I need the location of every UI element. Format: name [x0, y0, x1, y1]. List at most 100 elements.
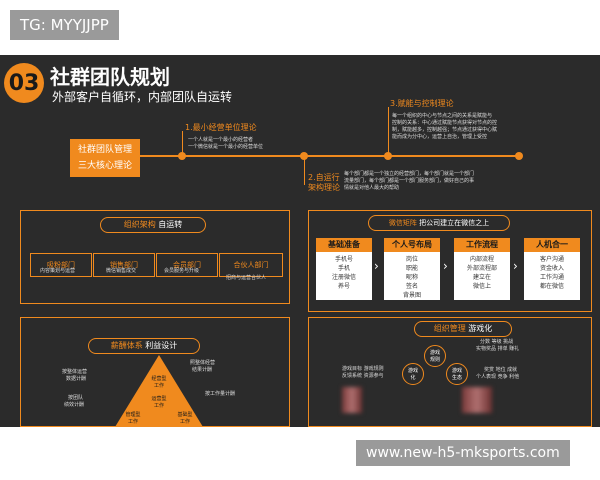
org-dept-1-desc: 内容策划与运营 — [40, 268, 76, 274]
chevron-right-icon: › — [443, 259, 448, 273]
wechat-card-3-l4: 微信上 — [472, 283, 491, 290]
game-left-1: 游戏目标 游戏规则 — [342, 366, 384, 372]
game-right-1: 分数 等级 挑战 — [480, 339, 514, 345]
game-circle-2: 游戏 化 — [402, 363, 424, 385]
salary-right-2: 结果计酬 — [192, 367, 213, 373]
wechat-card-4-l3: 工作沟通 — [539, 274, 564, 281]
theory3-line1: 每一个组织的中心与节点之间的关系是赋能与 — [392, 113, 493, 119]
blurred-region-1 — [342, 387, 362, 413]
salary-title-a: 薪酬体系 — [110, 341, 143, 350]
tri-mid-text: 运营型 工作 — [151, 396, 167, 409]
wechat-card-4-head: 人机合一 — [524, 238, 580, 252]
tri-br-text: 基础型 工作 — [177, 412, 193, 425]
wechat-card-4-l1: 客户沟通 — [539, 256, 564, 263]
salary-left-3: 按团队 — [68, 395, 84, 401]
game-circle-1: 游戏 规则 — [424, 345, 446, 367]
timeline-dot-1 — [178, 152, 186, 160]
timeline-dot-4 — [515, 152, 523, 160]
org-dept-3-name: 会员部门 — [173, 261, 201, 269]
theory2-line2: 流量部门，每个部门都是一个部门服务部门，做好自己的事 — [344, 178, 475, 184]
timeline-tick-3 — [388, 107, 389, 153]
wechat-title: 微信矩阵 把公司建立在微信之上 — [368, 215, 510, 231]
game-left-2: 反馈系统 资源参与 — [342, 373, 384, 379]
theory3-line3: 制，赋能越多，控制越强；节点通过获得中心赋 — [392, 127, 498, 133]
wechat-title-b: 把公司建立在微信之上 — [419, 219, 490, 227]
wechat-card-2-l2: 职能 — [405, 265, 418, 272]
infographic-slide: 03 社群团队规划 外部客户自循环，内部团队自运转 社群团队管理 三大核心理论 … — [0, 55, 600, 427]
core-line-1: 社群团队管理 — [77, 145, 132, 155]
salary-right-3: 按工作量计酬 — [205, 391, 236, 397]
wechat-card-1-l4: 养号 — [337, 283, 350, 290]
org-dept-4-desc: 招商与运营合伙人 — [226, 275, 267, 281]
org-dept-1: 吸粉部门 — [30, 253, 92, 277]
wechat-card-4-body: 客户沟通 资金收入 工作沟通 都在微信 — [524, 252, 580, 291]
tri-bl-text: 管理型 工作 — [125, 412, 141, 425]
theory3-line4: 能而成为分中心，运营上自治，管理上受控 — [392, 134, 488, 140]
timeline-dot-3 — [384, 152, 392, 160]
wechat-card-2-l3: 昵称 — [405, 274, 418, 281]
org-dept-1-name: 吸粉部门 — [47, 261, 75, 269]
timeline-line — [140, 155, 520, 157]
theory1-title: 1.最小经营单位理论 — [185, 123, 257, 132]
org-dept-3-desc: 会员服务与升级 — [164, 268, 200, 274]
wechat-card-3-head: 工作流程 — [454, 238, 510, 252]
wechat-card-1-body: 手机号 手机 注册微信 养号 — [316, 252, 372, 291]
org-dept-4-name: 合伙人部门 — [233, 261, 269, 269]
core-line-2: 三大核心理论 — [77, 161, 132, 171]
theory2-title-2: 架构理论 — [308, 183, 340, 192]
salary-title: 薪酬体系 利益设计 — [88, 338, 200, 354]
wechat-card-2-l5: 背景图 — [402, 292, 421, 299]
chevron-right-icon: › — [374, 259, 379, 273]
game-circle-3: 游戏 生态 — [446, 363, 468, 385]
wechat-card-3-l2: 外部流程部 — [466, 265, 497, 272]
salary-left-2: 数据计酬 — [66, 376, 87, 382]
org-dept-2-desc: 微信销售成交 — [106, 268, 137, 274]
game-right-2: 实物奖品 排单 赚礼 — [476, 346, 520, 352]
org-dept-3: 会员部门 — [156, 253, 218, 277]
game-title-a: 组织管理 — [433, 324, 466, 333]
wechat-card-1-l2: 手机 — [337, 265, 350, 272]
timeline-dot-2 — [300, 152, 308, 160]
theory1-line2: 一个微信就是一个最小的经营单位 — [188, 144, 264, 150]
wechat-title-a: 微信矩阵 — [388, 219, 417, 227]
org-panel — [20, 210, 290, 304]
theory1-line1: 一个人就是一个最小的经营者 — [188, 137, 254, 143]
wechat-card-4-l4: 都在微信 — [539, 283, 564, 290]
wechat-card-3: 工作流程 内部流程 外部流程部 建立在 微信上 — [454, 238, 510, 300]
wechat-card-1-head: 基础准备 — [316, 238, 372, 252]
theory2-line1: 每个部门都是一个独立的经营部门，每个部门就是一个部门 — [344, 171, 475, 177]
tri-top-text: 经营型 工作 — [151, 376, 167, 389]
game-title: 组织管理 游戏化 — [414, 321, 512, 337]
org-dept-4: 合伙人部门 — [219, 253, 283, 277]
core-theory-box: 社群团队管理 三大核心理论 — [70, 139, 140, 177]
wechat-card-1-l1: 手机号 — [334, 256, 353, 263]
wechat-card-3-body: 内部流程 外部流程部 建立在 微信上 — [454, 252, 510, 291]
salary-triangle — [115, 355, 203, 427]
wechat-card-2-head: 个人号布局 — [384, 238, 440, 252]
wechat-card-4: 人机合一 客户沟通 资金收入 工作沟通 都在微信 — [524, 238, 580, 300]
wechat-card-3-l1: 内部流程 — [469, 256, 494, 263]
wechat-card-2-l4: 签名 — [405, 283, 418, 290]
game-right-3: 奖赏 地位 成就 — [484, 367, 518, 373]
wechat-card-2-l1: 岗位 — [405, 256, 418, 263]
blurred-region-2 — [462, 387, 492, 413]
org-dept-2-name: 销售部门 — [110, 261, 138, 269]
org-title: 组织架构 自运转 — [100, 217, 206, 233]
game-title-b: 游戏化 — [468, 324, 493, 333]
chevron-right-icon: › — [513, 259, 518, 273]
wechat-card-1: 基础准备 手机号 手机 注册微信 养号 — [316, 238, 372, 300]
game-right-4: 个人表现 竞争 利他 — [476, 374, 520, 380]
wechat-panel — [308, 210, 592, 312]
salary-right-1: 照整体经营 — [190, 360, 216, 366]
salary-left-4: 绩效计酬 — [64, 402, 85, 408]
theory3-line2: 控制的关系：中心通过赋能节点获得对节点的控 — [392, 120, 498, 126]
timeline-tick-1 — [182, 131, 183, 153]
top-tag: TG: MYYJJPP — [10, 10, 119, 40]
salary-title-b: 利益设计 — [145, 341, 178, 350]
footer-site-tag: www.new-h5-mksports.com — [356, 440, 570, 466]
org-title-b: 自运转 — [158, 220, 183, 229]
theory2-line3: 情就是对他人最大的帮助 — [344, 185, 400, 191]
section-number-badge: 03 — [4, 63, 44, 103]
game-panel — [308, 317, 592, 427]
org-dept-2: 销售部门 — [93, 253, 155, 277]
